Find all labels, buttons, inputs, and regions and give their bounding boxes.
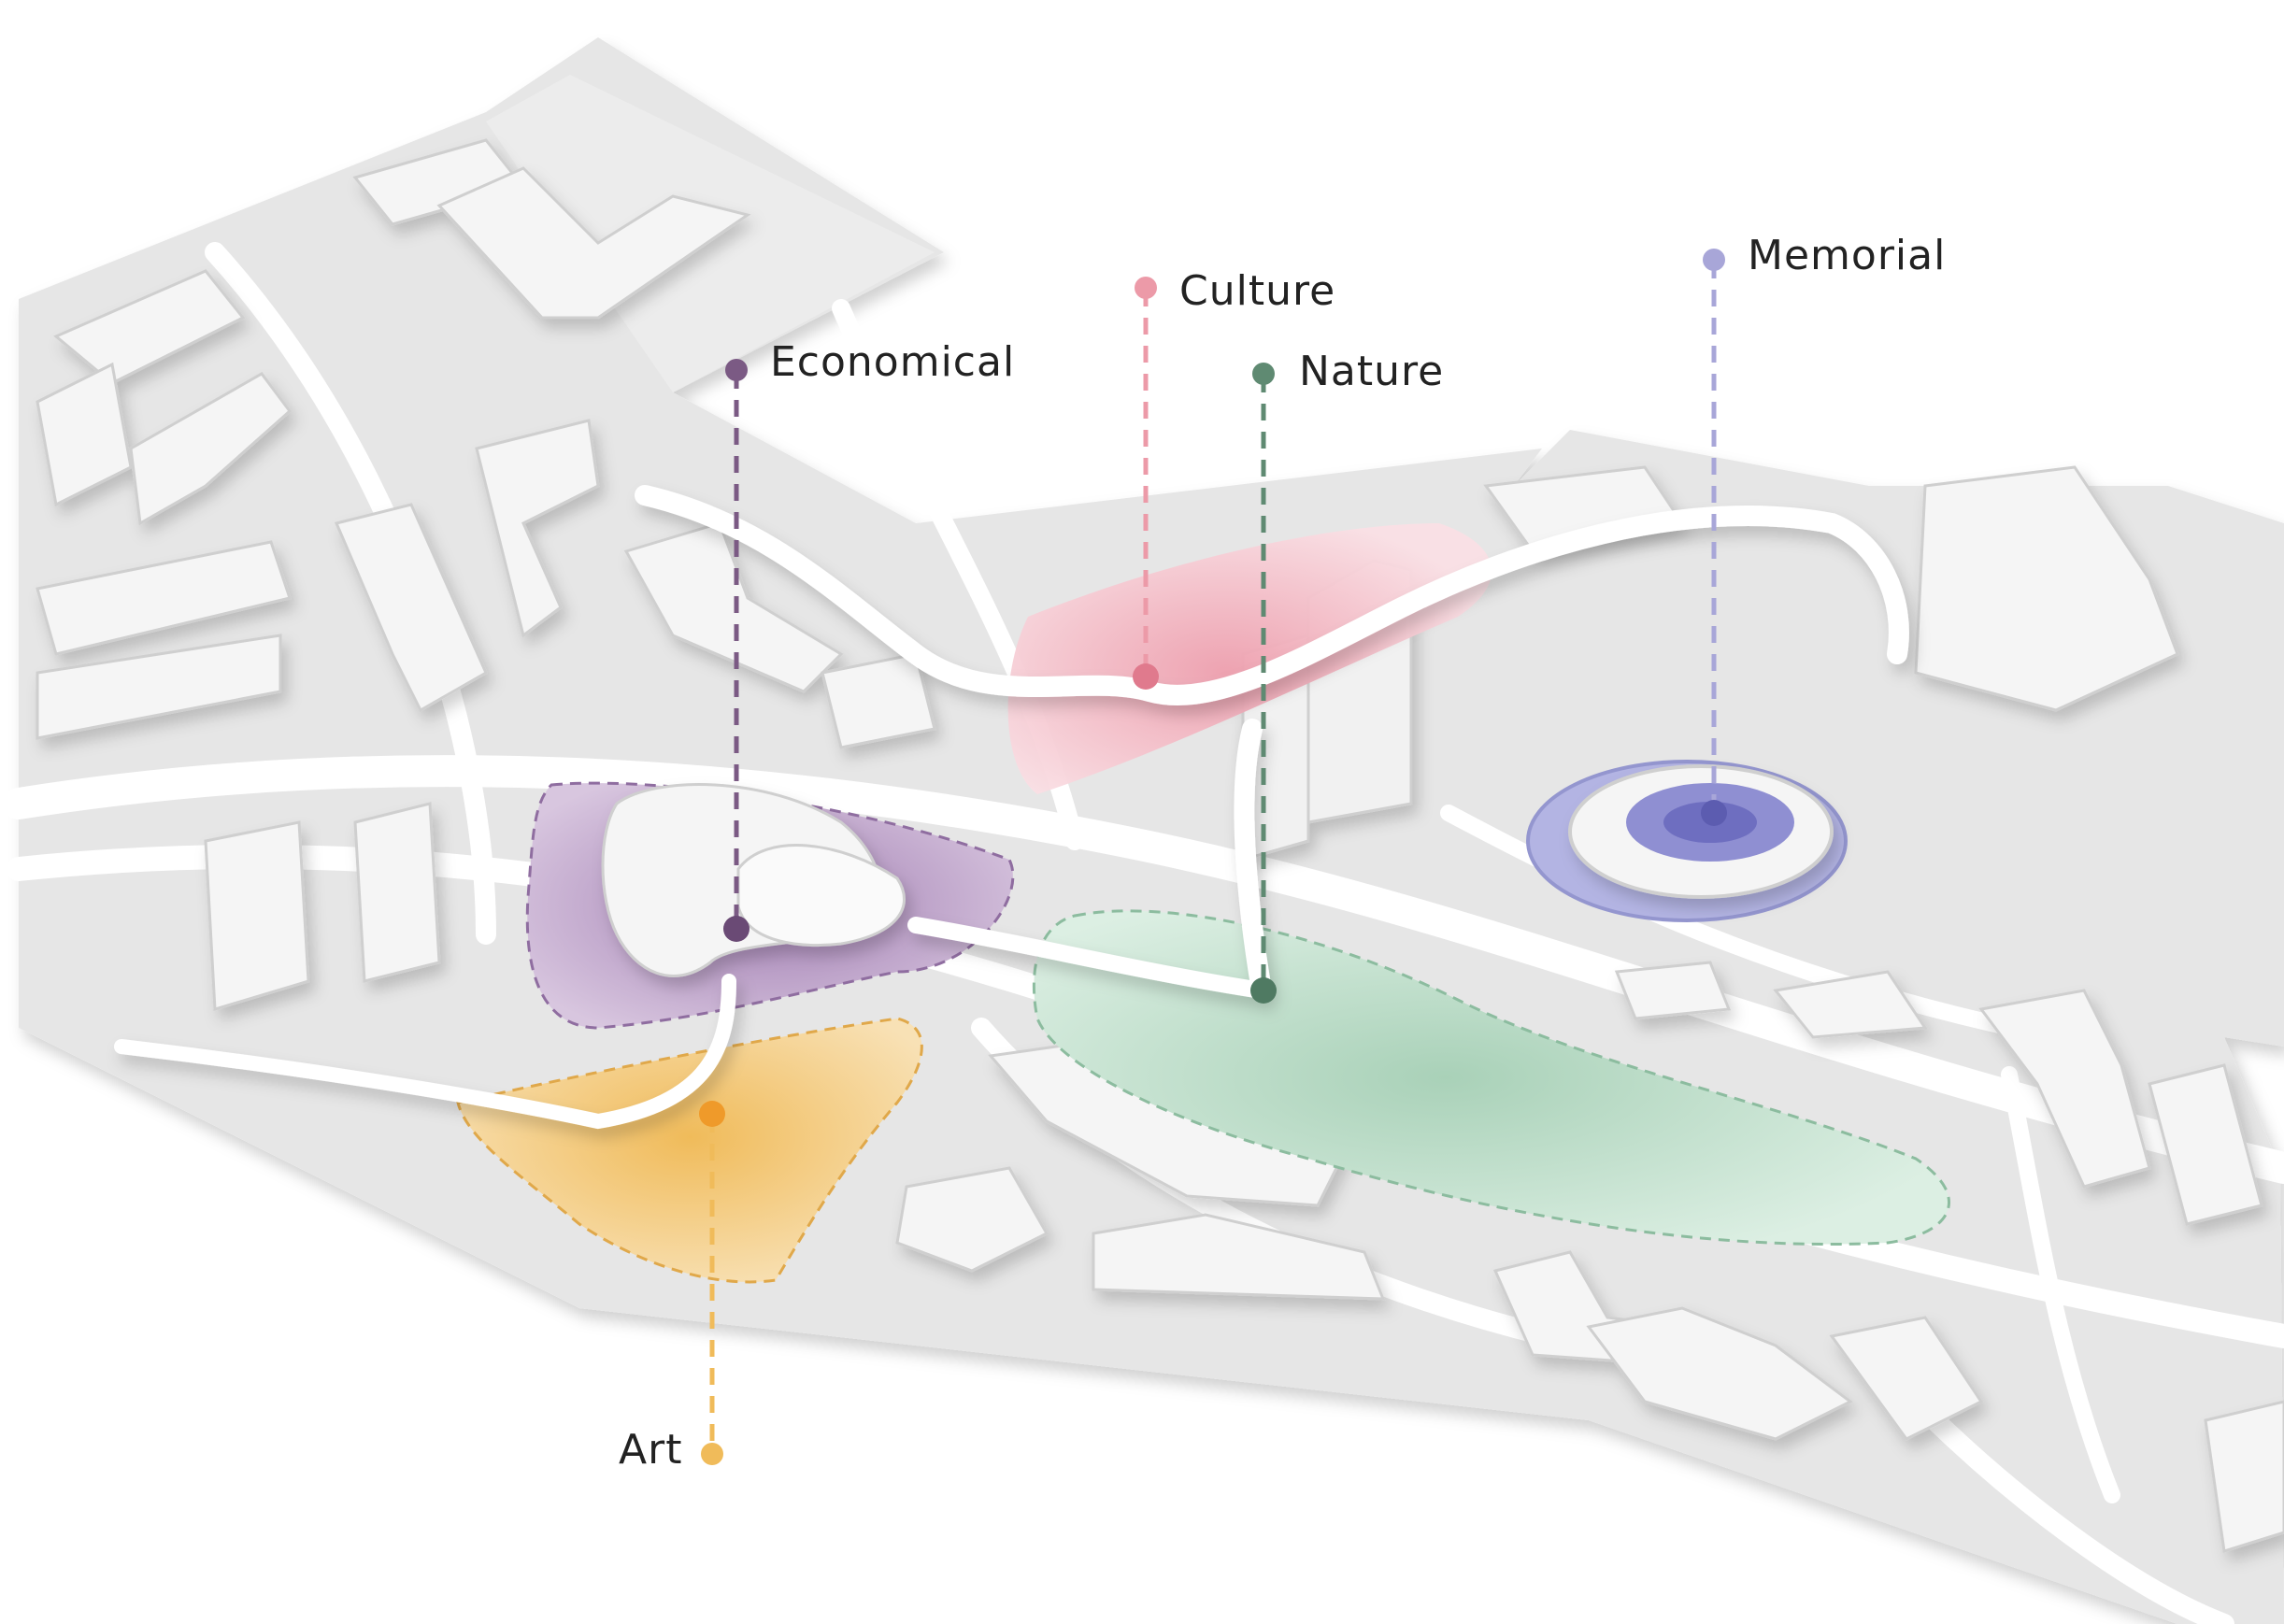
callout-economical: Economical [723,338,1015,942]
zone-culture-area [1007,523,1492,794]
central-landmark-building [601,783,906,977]
callout-nature: Nature [1250,348,1444,1004]
callout-art: Art [619,1101,725,1474]
memorial-label: Memorial [1748,232,1946,279]
economical-label: Economical [770,338,1015,386]
economical-marker-top [725,359,748,381]
memorial-marker-top [1703,249,1725,271]
art-marker-bottom [701,1443,723,1465]
culture-marker-top [1135,277,1157,299]
nature-marker-top [1252,363,1275,385]
elevated-walkway [114,485,1909,1130]
memorial-marker-bottom [1701,800,1727,826]
art-marker-top [699,1101,725,1127]
economical-marker-bottom [723,916,749,942]
building-blocks [36,138,2284,1553]
memorial-ring-building [1568,764,1834,899]
culture-marker-bottom [1133,663,1159,690]
nature-marker-bottom [1250,977,1277,1004]
callout-culture: Culture [1133,267,1335,690]
culture-label: Culture [1179,267,1335,315]
zone-art-area [456,1017,923,1284]
callout-memorial: Memorial [1701,232,1946,826]
nature-label: Nature [1299,348,1444,395]
art-label: Art [619,1426,682,1474]
